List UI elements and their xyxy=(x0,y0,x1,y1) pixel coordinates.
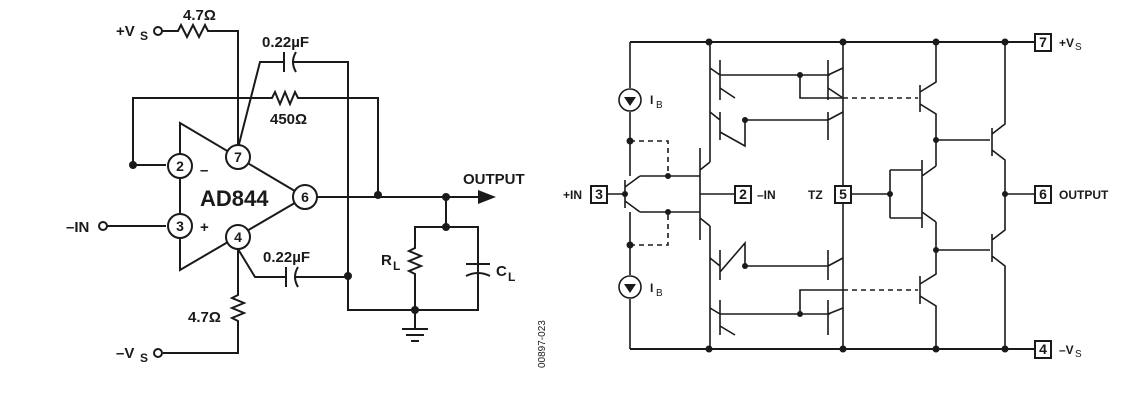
supply-negative-subscript: S xyxy=(140,351,148,365)
vs-pos-subscript: S xyxy=(1075,42,1082,53)
simplified-schematic: 7 +V S 4 –V S I B I B 3 +IN 2 xyxy=(563,33,1109,360)
load-capacitor-subscript: L xyxy=(508,270,515,284)
ib-bottom-label: I xyxy=(650,281,653,295)
supply-positive-terminal: +V S xyxy=(116,23,163,43)
capacitor-bottom-label: 0.22µF xyxy=(263,249,310,266)
pin-5-label: 5 xyxy=(839,186,847,202)
supply-positive-label: +V xyxy=(116,23,135,40)
load-resistor-label: R xyxy=(381,252,392,269)
pin-6-label: 6 xyxy=(301,189,309,205)
figure-id: 00897-023 xyxy=(537,320,548,368)
inverting-sign: – xyxy=(200,162,208,179)
in-neg-label: –IN xyxy=(757,188,776,202)
tz-label: TZ xyxy=(808,188,823,202)
pin-2-label: 2 xyxy=(739,186,747,202)
load-capacitor-label: C xyxy=(496,263,507,280)
pin-2-circle xyxy=(167,153,193,179)
capacitor-top-label: 0.22µF xyxy=(262,34,309,51)
pin-3-circle xyxy=(167,213,193,239)
ib-bottom-subscript: B xyxy=(656,288,663,299)
input-negative-label: –IN xyxy=(66,219,89,236)
non-inverting-sign: + xyxy=(200,219,209,236)
part-name: AD844 xyxy=(200,186,269,211)
output-label: OUTPUT xyxy=(1059,188,1109,202)
pin-4-label: 4 xyxy=(234,229,242,245)
in-pos-label: +IN xyxy=(563,188,582,202)
pin-3-label: 3 xyxy=(176,218,184,234)
output-arrow xyxy=(478,190,496,204)
vs-pos-label: +V xyxy=(1059,36,1074,50)
pin-4-label: 4 xyxy=(1039,341,1047,357)
supply-negative-label: –V xyxy=(116,345,134,362)
supply-positive-subscript: S xyxy=(140,29,148,43)
application-circuit: +V S 4.7Ω 0.22µF 450Ω AD844 – + 2 –IN 3 xyxy=(66,7,548,368)
pin-7-circle xyxy=(225,144,251,170)
ib-top-label: I xyxy=(650,93,653,107)
pin-7-label: 7 xyxy=(1039,34,1047,50)
pin-3-label: 3 xyxy=(595,186,603,202)
pin-6-label: 6 xyxy=(1039,186,1047,202)
pin-2-label: 2 xyxy=(176,158,184,174)
feedback-resistor-label: 450Ω xyxy=(270,111,307,128)
terminal-circle xyxy=(153,26,163,36)
vs-neg-label: –V xyxy=(1059,343,1074,357)
resistor-top-label: 4.7Ω xyxy=(183,7,216,24)
ib-top-subscript: B xyxy=(656,100,663,111)
resistor-bottom-label: 4.7Ω xyxy=(188,309,221,326)
vs-neg-subscript: S xyxy=(1075,349,1082,360)
ground-icon xyxy=(402,310,428,342)
load-resistor-subscript: L xyxy=(393,259,400,273)
output-label: OUTPUT xyxy=(463,171,525,188)
pin-7-label: 7 xyxy=(234,149,242,165)
